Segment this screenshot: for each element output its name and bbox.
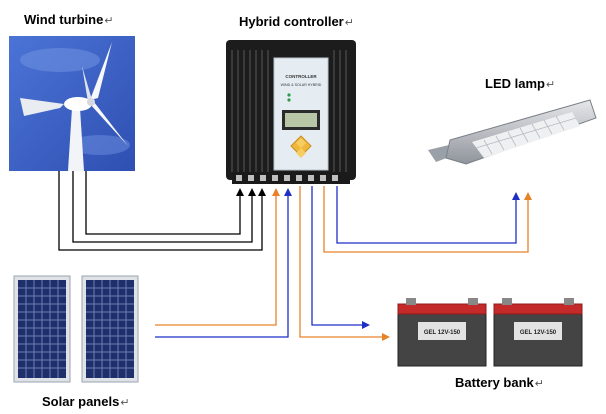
- led-lamp-label: LED lamp↵: [485, 76, 555, 91]
- turbine-blade: [90, 102, 128, 146]
- battery-wire-blue-arrow: [362, 321, 370, 329]
- turbine-tower: [68, 108, 84, 171]
- turbine-blade: [90, 42, 112, 100]
- return-mark: ↵: [344, 17, 354, 29]
- wind-turbine-label-text: Wind turbine: [24, 12, 104, 27]
- hybrid-controller-label: Hybrid controller↵: [239, 14, 354, 29]
- wind-wire-outer: [58, 171, 263, 251]
- battery-bank-label-text: Battery bank: [455, 375, 534, 390]
- battery-left: GEL 12V-150: [397, 298, 487, 367]
- controller-panel-title: CONTROLLER: [285, 74, 317, 79]
- battery-left-label: GEL 12V-150: [424, 330, 461, 336]
- solar-panels-label: Solar panels↵: [42, 394, 130, 409]
- wind-wire-inner: [85, 171, 241, 235]
- solar-panel-right: [81, 275, 139, 383]
- solar-wire-blue: [155, 192, 289, 338]
- turbine-tail: [20, 98, 64, 116]
- lamp-wire-blue-arrow: [512, 192, 520, 200]
- solar-wire-blue-arrow: [284, 188, 292, 196]
- lamp-wire-blue: [336, 186, 517, 244]
- wind-wires: [58, 171, 263, 251]
- lamp-wire-orange-arrow: [524, 192, 532, 200]
- wind-turbine-image: [9, 36, 135, 171]
- controller-keypad: [290, 135, 312, 158]
- battery-right-label: GEL 12V-150: [520, 330, 557, 336]
- led-lamp-image: [428, 99, 597, 165]
- lamp-led-panel: [472, 112, 580, 158]
- hybrid-controller-label-text: Hybrid controller: [239, 14, 344, 29]
- solar-panel-left: [13, 275, 71, 383]
- turbine-blade: [82, 66, 92, 102]
- turbine-nacelle: [64, 97, 92, 111]
- solar-wire-orange: [155, 192, 277, 326]
- hybrid-controller-image: CONTROLLER WIND & SOLAR HYBRID: [226, 40, 356, 184]
- battery-wire-orange: [299, 186, 382, 338]
- lamp-wire-orange: [323, 186, 529, 253]
- wind-wire-arrows: [236, 188, 266, 196]
- battery-wire-blue: [311, 186, 362, 326]
- solar-wire-orange-arrow: [272, 188, 280, 196]
- wind-turbine-label: Wind turbine↵: [24, 12, 114, 27]
- return-mark: ↵: [534, 378, 544, 390]
- return-mark: ↵: [104, 15, 114, 27]
- battery-bank-label: Battery bank↵: [455, 375, 544, 390]
- controller-panel-subtitle: WIND & SOLAR HYBRID: [281, 83, 322, 87]
- return-mark: ↵: [120, 397, 130, 409]
- battery-right: GEL 12V-150: [493, 298, 583, 367]
- controller-lcd: [285, 113, 317, 127]
- solar-panels-label-text: Solar panels: [42, 394, 120, 409]
- return-mark: ↵: [545, 79, 556, 91]
- battery-wire-orange-arrow: [382, 333, 390, 341]
- wind-wire-middle: [72, 171, 253, 243]
- led-lamp-label-text: LED lamp: [485, 76, 545, 91]
